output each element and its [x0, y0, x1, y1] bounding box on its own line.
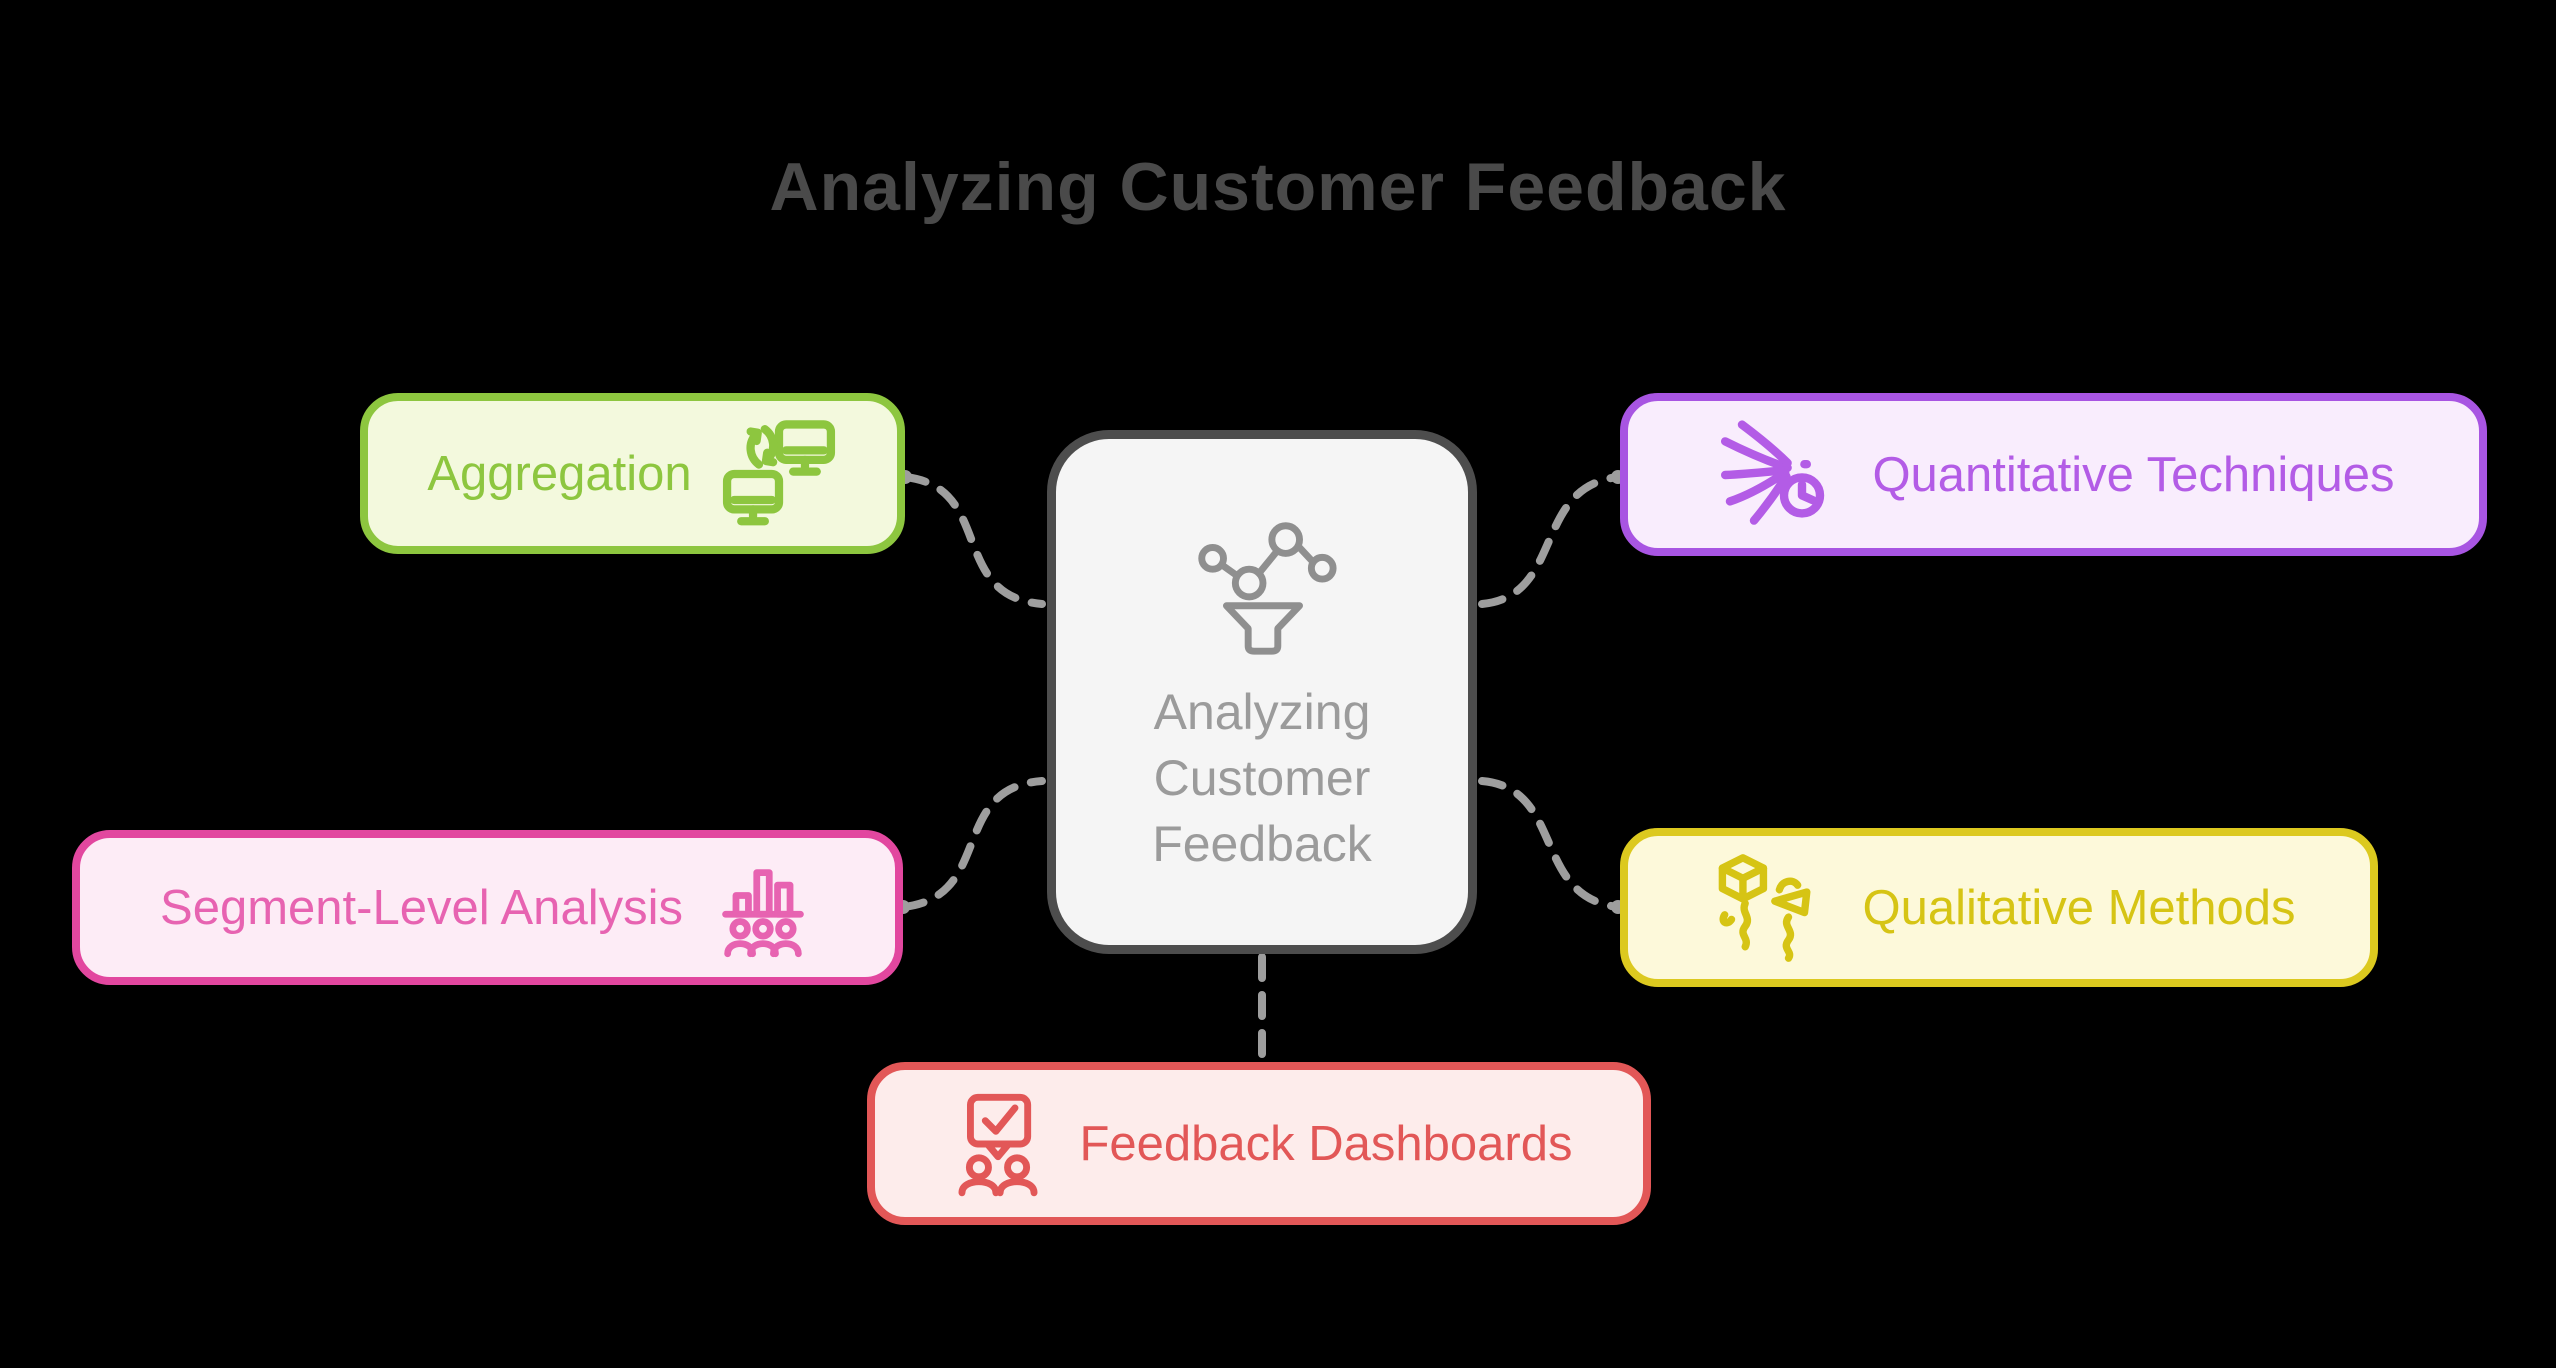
- node-aggregation: Aggregation: [360, 393, 905, 554]
- demographics-chart-icon: [722, 868, 804, 957]
- node-quantitative-techniques-label: Quantitative Techniques: [1872, 447, 2395, 502]
- connector-segment: [899, 777, 1046, 911]
- node-segment-level-analysis-label: Segment-Level Analysis: [160, 880, 683, 935]
- survey-people-icon: [958, 1093, 1038, 1196]
- device-sync-icon: [722, 419, 835, 525]
- center-label-line2: Customer: [1153, 750, 1371, 806]
- node-quantitative-techniques: Quantitative Techniques: [1620, 393, 2487, 556]
- center-label-line1: Analyzing: [1153, 684, 1371, 740]
- node-aggregation-label: Aggregation: [427, 446, 692, 501]
- connector-quantitative: [1478, 473, 1622, 608]
- center-label-line3: Feedback: [1152, 816, 1372, 872]
- connector-qualitative: [1478, 777, 1622, 911]
- center-node: Analyzing Customer Feedback: [1047, 430, 1477, 954]
- node-qualitative-methods-label: Qualitative Methods: [1862, 880, 2296, 935]
- node-segment-level-analysis: Segment-Level Analysis: [72, 830, 903, 985]
- funnel-scatter-icon: [1198, 522, 1337, 655]
- streams-time-icon: [1721, 419, 1825, 525]
- node-qualitative-methods: Qualitative Methods: [1620, 828, 2378, 987]
- node-feedback-dashboards: Feedback Dashboards: [867, 1062, 1651, 1225]
- node-feedback-dashboards-label: Feedback Dashboards: [1079, 1116, 1573, 1171]
- center-node-label: Analyzing Customer Feedback: [1152, 679, 1372, 877]
- cube-kite-icon: [1719, 853, 1811, 962]
- connector-aggregation: [901, 473, 1046, 608]
- diagram-title: Analyzing Customer Feedback: [769, 149, 1787, 225]
